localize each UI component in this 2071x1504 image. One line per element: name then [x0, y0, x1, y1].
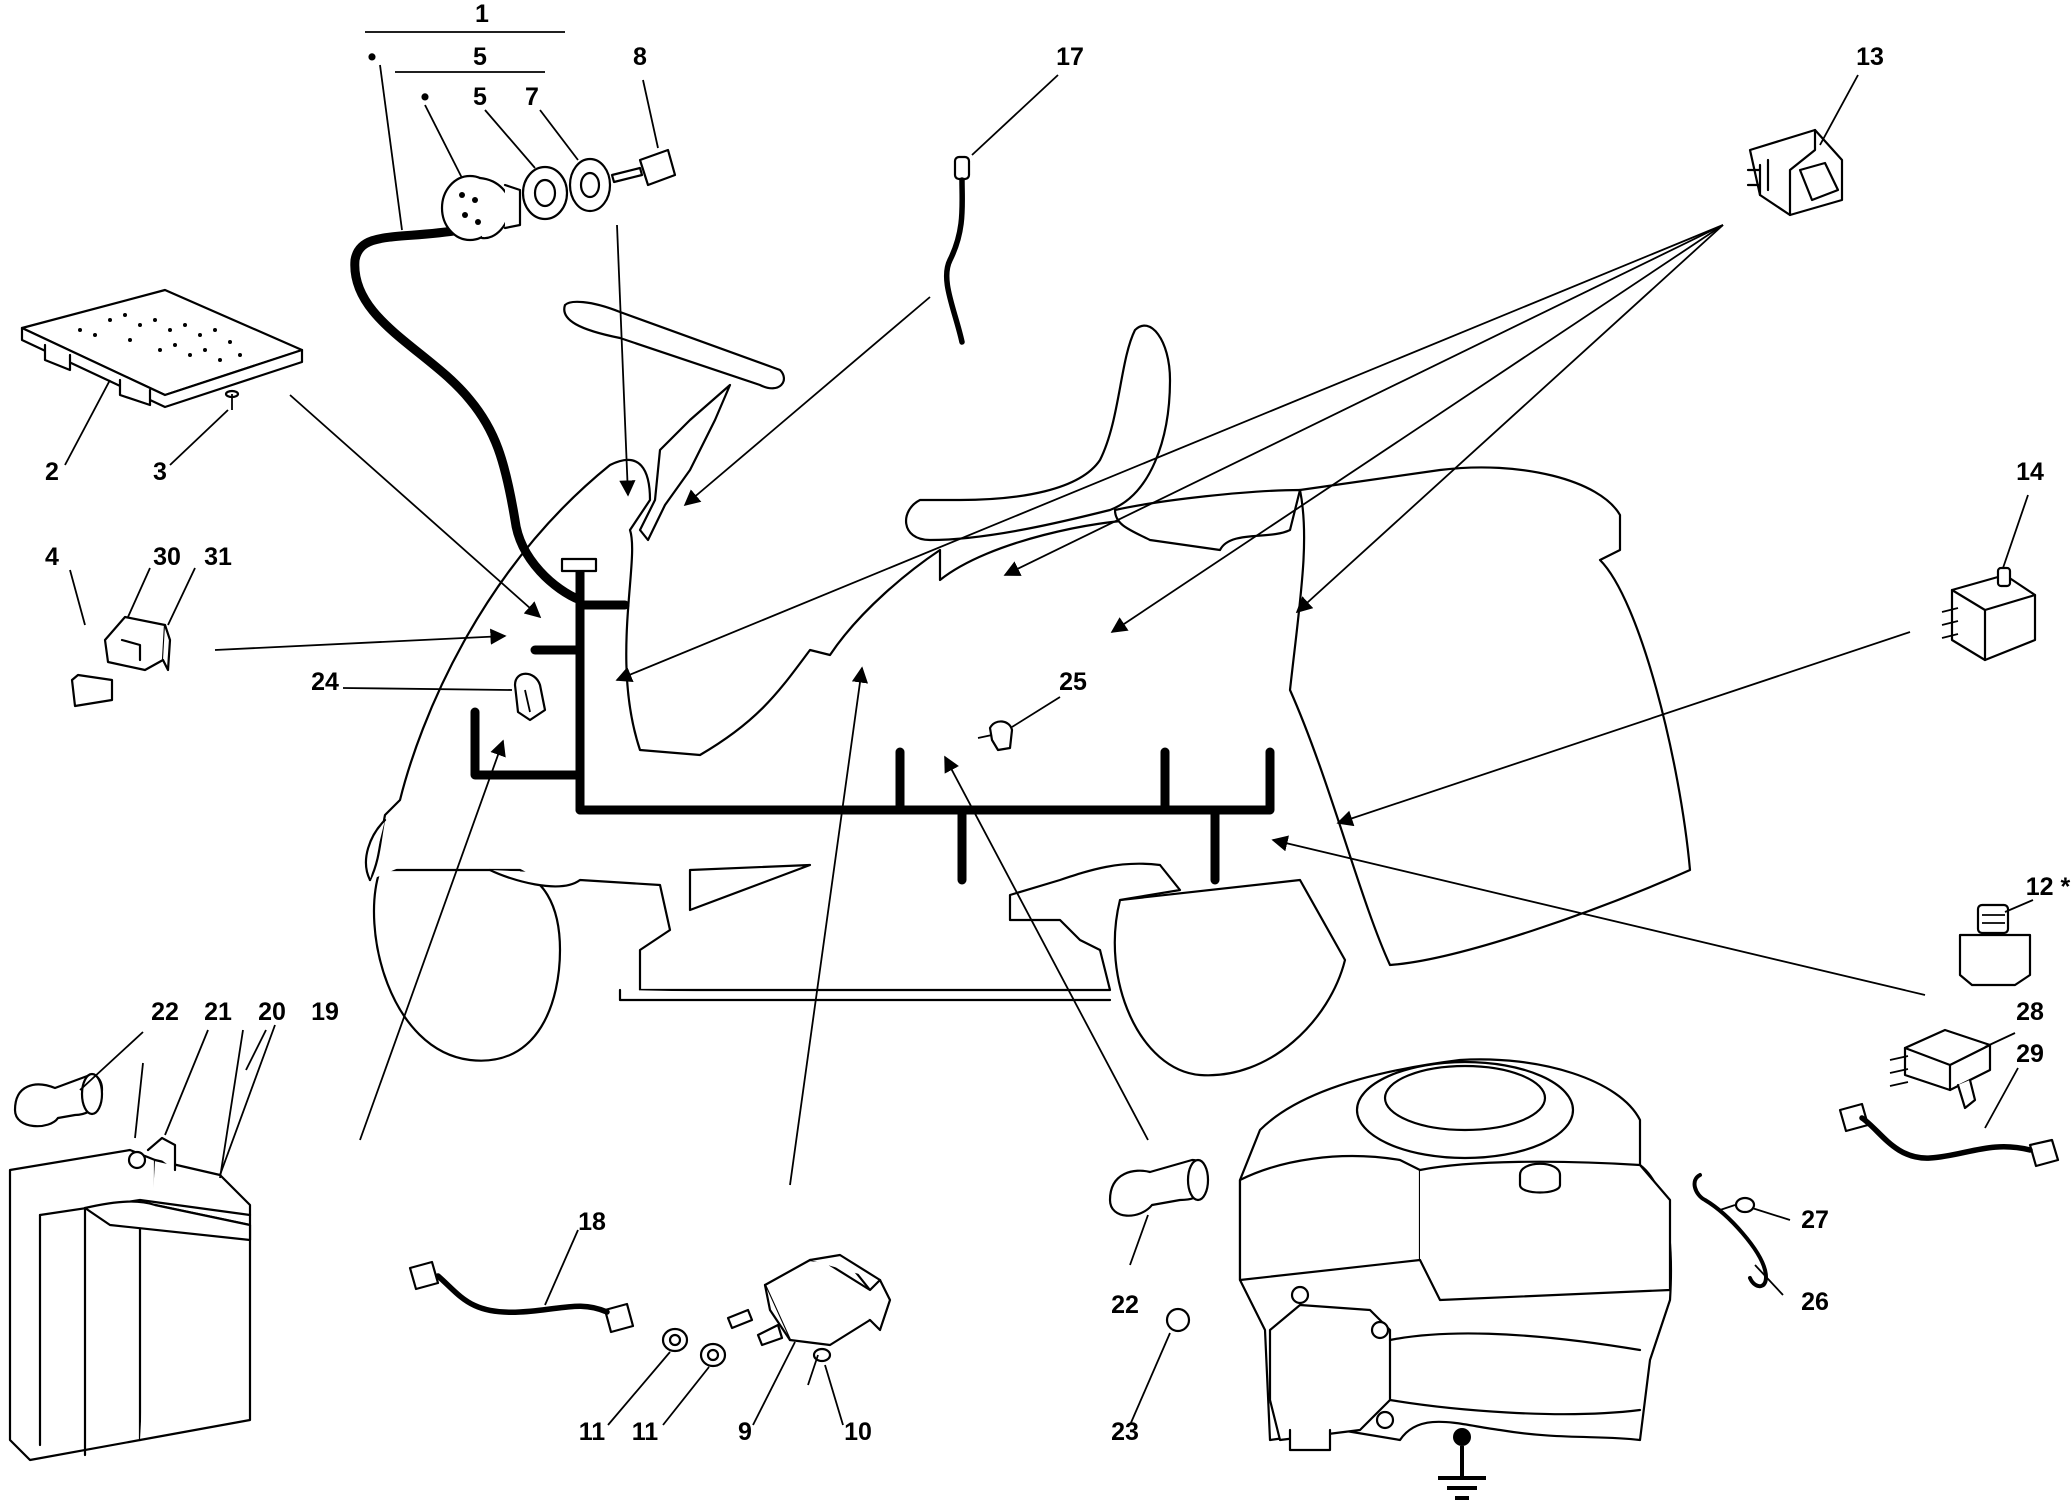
callout-22a: 22 — [151, 998, 179, 1026]
callout-21: 21 — [204, 998, 232, 1026]
callout-31: 31 — [204, 543, 232, 571]
tractor-outline — [365, 300, 1692, 1077]
wiring-harness — [350, 225, 1275, 885]
callout-5a: 5 — [473, 43, 487, 71]
callout-18: 18 — [578, 1208, 606, 1236]
key-icon — [610, 148, 677, 187]
micro-switch-icon — [1941, 566, 2037, 662]
circuit-board-icon — [20, 288, 304, 409]
callout-5b: 5 — [473, 83, 487, 111]
solenoid-icon — [726, 1253, 892, 1347]
callout-11a: 11 — [579, 1418, 606, 1446]
callout-4: 4 — [45, 543, 59, 571]
jumper-wire-icon — [408, 1260, 635, 1334]
leader-arrows — [214, 224, 1926, 1186]
callout-labels: 1 • 5 • 5 7 8 17 13 2 3 4 30 31 24 25 14… — [45, 0, 2070, 1446]
cable-clip-icon — [513, 672, 547, 722]
callout-23: 23 — [1111, 1418, 1139, 1446]
relay-icon — [1889, 1028, 1992, 1110]
battery-terminal-icon — [127, 1150, 147, 1170]
callout-13: 13 — [1856, 43, 1884, 71]
rocker-switch-icon — [1746, 128, 1844, 217]
screw-icon — [224, 389, 240, 410]
callout-14: 14 — [2016, 458, 2044, 486]
pressure-sensor-icon — [1958, 903, 2032, 987]
callout-29: 29 — [2016, 1040, 2044, 1068]
jumper-wire-icon — [1838, 1102, 2060, 1168]
callout-3: 3 — [153, 458, 167, 486]
callout-22b: 22 — [1111, 1291, 1139, 1319]
callout-11b: 11 — [632, 1418, 659, 1446]
callout-26: 26 — [1801, 1288, 1829, 1316]
screw-icon — [807, 1347, 832, 1386]
callout-1: 1 — [475, 0, 489, 28]
callout-17: 17 — [1056, 43, 1084, 71]
callout-28: 28 — [2016, 998, 2044, 1026]
callout-9: 9 — [738, 1418, 752, 1446]
cable-tie-icon — [977, 720, 1014, 752]
battery-icon — [8, 1136, 252, 1462]
harness-connector — [560, 557, 598, 573]
bullet-2: • — [421, 83, 430, 111]
callout-7: 7 — [525, 83, 539, 111]
nut-icon — [661, 1327, 689, 1353]
callout-10: 10 — [844, 1418, 872, 1446]
engine-icon — [1238, 1058, 1673, 1452]
wire-clip-icon — [1692, 1173, 1768, 1289]
nut-icon — [699, 1342, 727, 1368]
callout-2: 2 — [45, 458, 59, 486]
terminal-cover-icon — [13, 1072, 104, 1128]
ground-icon — [1438, 1428, 1486, 1500]
bullet-1: • — [368, 43, 377, 71]
fuse-holder-icon — [70, 615, 172, 708]
callout-24: 24 — [311, 668, 339, 696]
sensor-icon — [943, 155, 971, 345]
nut-icon — [1165, 1307, 1191, 1333]
callout-8: 8 — [633, 43, 647, 71]
terminal-cover-icon — [1108, 1158, 1210, 1217]
callout-19: 19 — [311, 998, 339, 1026]
callout-12: 12 * — [2026, 873, 2071, 901]
callout-20: 20 — [258, 998, 286, 1026]
callout-25: 25 — [1059, 668, 1087, 696]
screw-icon — [1719, 1196, 1756, 1214]
callout-30: 30 — [153, 543, 181, 571]
ignition-switch-icon — [440, 157, 612, 242]
callout-27: 27 — [1801, 1206, 1829, 1234]
